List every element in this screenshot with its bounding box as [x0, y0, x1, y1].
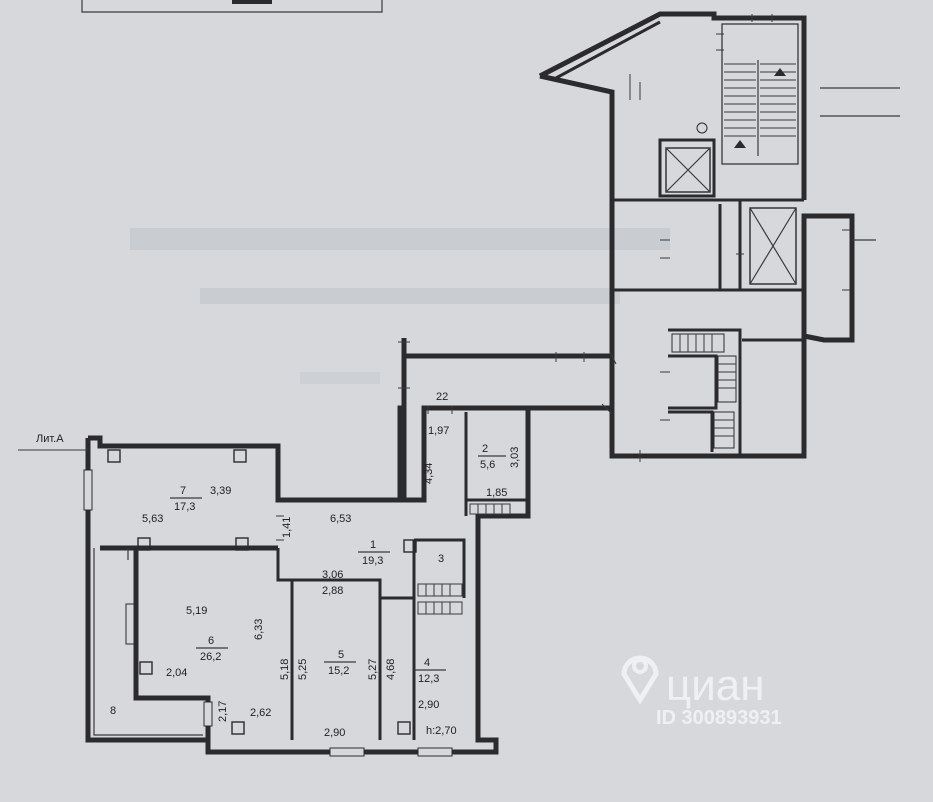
- windows: [83, 469, 453, 757]
- room-1-area: 19,3: [362, 555, 383, 567]
- room-4-number: 4: [424, 657, 430, 669]
- room-4-dim-468: 4,68: [385, 659, 397, 680]
- room-4-dim-290: 2,90: [418, 699, 439, 711]
- room-7-dim-339: 3,39: [210, 485, 231, 497]
- building-core: [538, 11, 900, 459]
- room-2-area: 5,6: [480, 459, 495, 471]
- labels: Лит.А 22 1,97 4,34 2 5,6 3,03 1,85 7 17,…: [36, 391, 521, 739]
- column-markers: [107, 449, 417, 735]
- room-4-area: 12,3: [418, 673, 439, 685]
- room-2-number: 2: [482, 443, 488, 455]
- cian-watermark: циан ID 300893931: [621, 655, 782, 729]
- room-5-dim-290: 2,90: [324, 727, 345, 739]
- room-6-dim-519: 5,19: [186, 605, 207, 617]
- dim-1-97: 1,97: [428, 425, 449, 437]
- room-6-dim-518: 5,18: [279, 659, 291, 680]
- ceiling-height: h:2,70: [426, 725, 457, 737]
- background-stamp: [130, 228, 670, 384]
- dim-22: 22: [436, 391, 448, 403]
- room-6-dim-204: 2,04: [166, 667, 187, 679]
- room-7-number: 7: [180, 485, 186, 497]
- room-2-dim-303: 3,03: [509, 447, 521, 468]
- dimension-ticks: [18, 14, 850, 541]
- balcony-number: 8: [110, 705, 116, 717]
- dim-4-34: 4,34: [423, 463, 435, 484]
- room-7-dim-563: 5,63: [142, 513, 163, 525]
- cian-logo-text: циан: [666, 661, 765, 710]
- room-5-number: 5: [338, 649, 344, 661]
- room-7-area: 17,3: [174, 501, 195, 513]
- room-6-dim-217: 2,17: [217, 701, 229, 722]
- room-6-dim-633: 6,33: [253, 619, 265, 640]
- room-6-area: 26,2: [200, 651, 221, 663]
- room-5-dim-527: 5,27: [367, 659, 379, 680]
- room-1-dim-653: 6,53: [330, 513, 351, 525]
- room-2-dim-185: 1,85: [486, 487, 507, 499]
- room-1-dim-141: 1,41: [281, 517, 293, 538]
- apartment-walls: [85, 338, 612, 755]
- room-5-dim-525: 5,25: [297, 659, 309, 680]
- room-6-number: 6: [208, 635, 214, 647]
- hatch-blocks: [417, 503, 511, 615]
- room-1-number: 1: [370, 539, 376, 551]
- letter-label: Лит.А: [36, 433, 64, 445]
- room-3-number: 3: [438, 553, 444, 565]
- room-6-dim-262: 2,62: [250, 707, 271, 719]
- location-pin-icon: [621, 655, 659, 705]
- room-1-dim-306: 3,06: [322, 569, 343, 581]
- room-5-dim-288: 2,88: [322, 585, 343, 597]
- room-5-area: 15,2: [328, 665, 349, 677]
- top-frame: [81, 0, 383, 13]
- listing-id: ID 300893931: [656, 707, 782, 729]
